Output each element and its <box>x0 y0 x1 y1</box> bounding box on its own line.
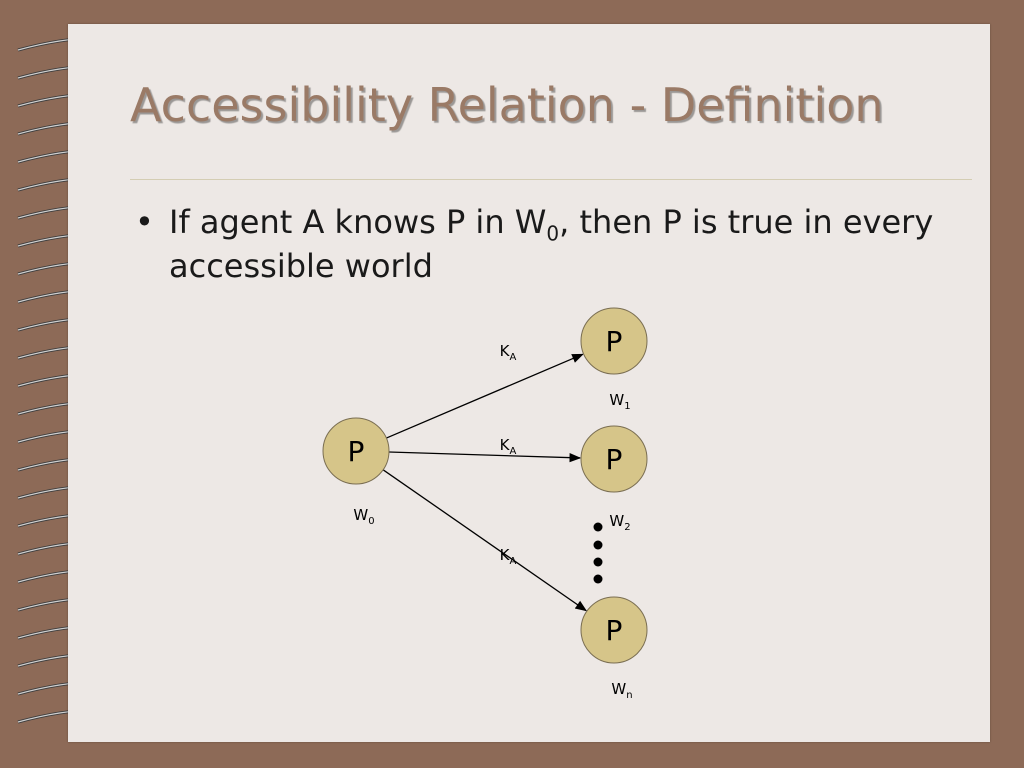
bullet-text: If agent A knows P in W0, then P is true… <box>169 203 934 285</box>
ellipsis-dot <box>593 574 603 584</box>
world-proposition-label: P <box>606 443 623 476</box>
ellipsis-dot <box>593 522 603 532</box>
world-name-label: W1 <box>609 391 630 412</box>
slide-page <box>68 24 990 742</box>
world-name-label: W0 <box>353 506 374 527</box>
edge-label: KA <box>500 436 517 457</box>
world-proposition-label: P <box>606 614 623 647</box>
edge-label: KA <box>500 342 517 363</box>
world-name-label: W2 <box>609 512 630 533</box>
world-node <box>322 417 390 485</box>
world-node <box>580 425 648 493</box>
slide-title: Accessibility Relation - Definition <box>130 78 884 132</box>
world-node <box>580 307 648 375</box>
title-divider <box>130 179 972 180</box>
accessibility-arrow <box>388 451 582 463</box>
ellipsis-dot <box>593 540 603 550</box>
accessibility-arrow <box>382 469 588 612</box>
world-proposition-label: P <box>606 325 623 358</box>
bullet-item: • If agent A knows P in W0, then P is tr… <box>135 200 955 288</box>
ellipsis-dot <box>593 557 603 567</box>
edge-label: KA <box>500 546 517 567</box>
world-proposition-label: P <box>348 435 365 468</box>
world-name-label: Wn <box>611 680 632 701</box>
accessibility-arrow <box>386 353 584 439</box>
world-node <box>580 596 648 664</box>
bullet-dot: • <box>135 203 154 241</box>
